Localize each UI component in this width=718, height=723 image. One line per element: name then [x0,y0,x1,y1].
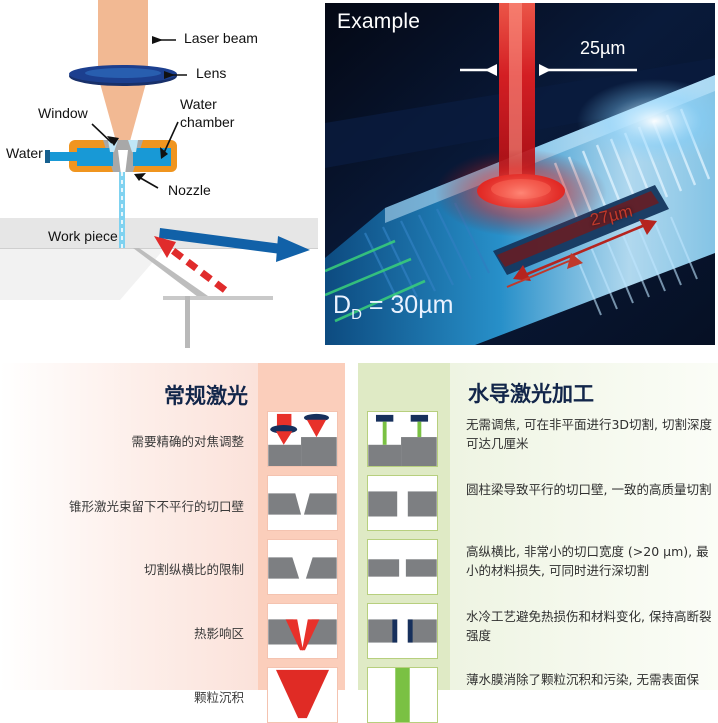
row-label-2: 锥形激光束留下不平行的切口壁 [68,499,244,514]
waterjet-focus-icon [367,411,438,467]
waterjet-heading: 水导激光加工 [468,382,594,406]
comparison-section: 常规激光 水导激光加工 需要精确的对焦调整 无需调焦, 可在非平面进行3D切割,… [0,363,718,723]
example-photo-svg [325,3,715,345]
spot-diameter-symbol: D [333,291,352,319]
kerf-small-arrow [506,253,583,288]
row-label-4: 热影响区 [193,626,244,641]
spot-diameter-subscript: D [351,306,362,323]
label-nozzle: Nozzle [168,182,211,198]
conventional-heading: 常规激光 [164,384,248,408]
conventional-focus-icon [267,411,338,467]
row-label-1: 需要精确的对焦调整 [131,434,244,449]
spot-diameter-label: DD = 30µm [333,291,453,323]
row-text-5: 薄水膜消除了颗粒沉积和污染, 无需表面保 [466,672,699,687]
band-gap [345,363,358,690]
example-title: Example [337,10,421,33]
principle-diagram-svg [0,0,318,348]
label-water: Water [6,145,43,161]
conventional-heat-affected-zone-icon [267,603,338,659]
principle-diagram-panel: Laser beam Lens Window Water chamber Wat… [0,0,318,348]
row-text-3: 高纵横比, 非常小的切口宽度 (>20 µm), 最小的材料损失, 可同时进行深… [466,544,709,578]
left-background-band [0,363,258,690]
kerf-side-arrow [513,219,657,281]
label-water-chamber: Water chamber [180,96,235,130]
right-background-band [450,363,718,690]
conventional-aspect-ratio-icon [267,539,338,595]
spot-diameter-value: = 30µm [361,291,454,319]
red-dashed-arrow [154,236,228,293]
waterjet-no-heat-zone-icon [367,603,438,659]
waterjet-aspect-ratio-icon [367,539,438,595]
conventional-particle-deposition-icon [267,667,338,723]
row-text-4: 水冷工艺避免热损伤和材料变化, 保持高断裂强度 [466,609,712,643]
label-laser-beam: Laser beam [184,30,258,46]
blue-arrow [159,228,310,262]
example-photo-panel: Example 25µm 27µm DD = 30µm [325,3,715,345]
kerf-top-label: 25µm [580,38,626,58]
waterjet-clean-surface-icon [367,667,438,723]
row-text-2: 圆柱梁导致平行的切口壁, 一致的高质量切割 [466,482,712,497]
conventional-taper-kerf-icon [267,475,338,531]
label-window: Window [38,105,88,121]
waterjet-parallel-kerf-icon [367,475,438,531]
row-label-5: 颗粒沉积 [193,690,244,705]
row-label-3: 切割纵横比的限制 [143,562,244,577]
label-work-piece: Work piece [48,228,118,244]
row-text-1: 无需调焦, 可在非平面进行3D切割, 切割深度可达几厘米 [466,417,712,451]
label-lens: Lens [196,65,227,81]
